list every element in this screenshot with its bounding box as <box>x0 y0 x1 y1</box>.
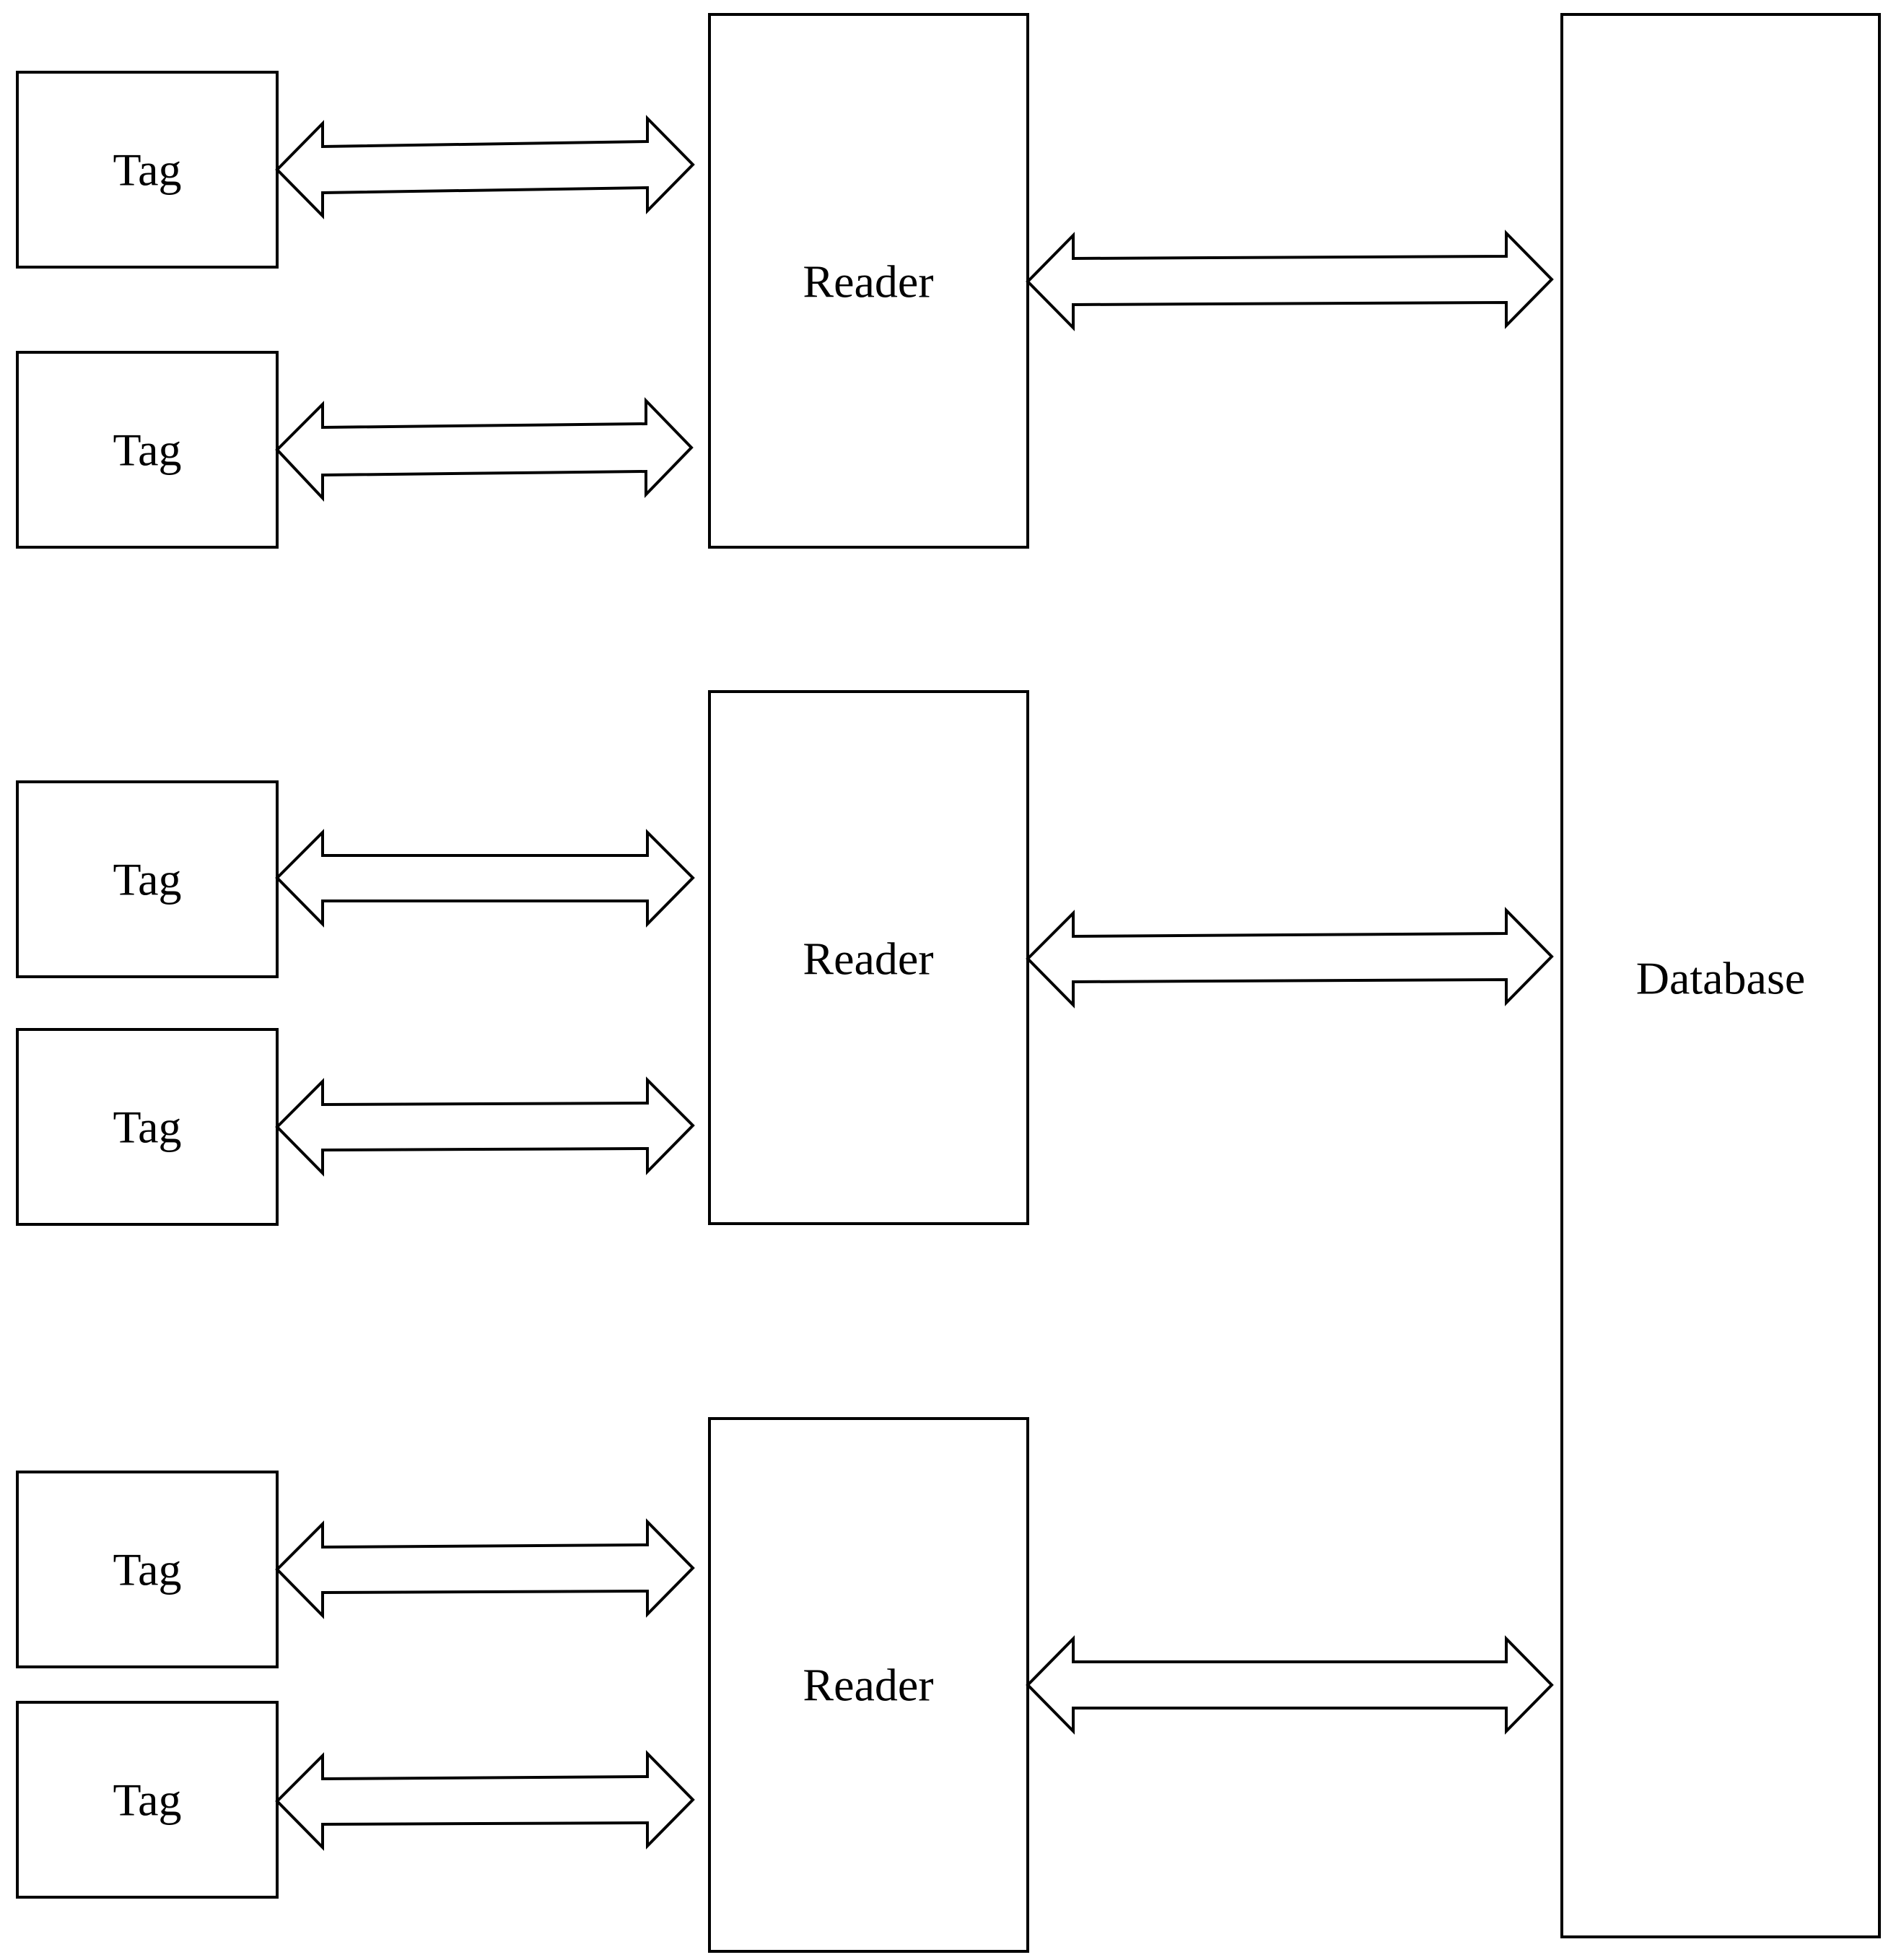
tag-label: Tag <box>113 424 181 476</box>
tag-node-5: Tag <box>16 1471 279 1668</box>
tag-label: Tag <box>113 144 181 196</box>
tag-label: Tag <box>113 854 181 905</box>
reader-node-3: Reader <box>708 1417 1029 1953</box>
bidirectional-arrow-reader3-database <box>1026 1635 1554 1735</box>
bidirectional-arrow-reader1-database <box>1026 230 1554 331</box>
tag-label: Tag <box>113 1102 181 1153</box>
reader-label: Reader <box>803 933 933 985</box>
bidirectional-arrow-tag6-reader3 <box>275 1750 695 1851</box>
reader-node-1: Reader <box>708 13 1029 549</box>
tag-node-2: Tag <box>16 351 279 549</box>
tag-label: Tag <box>113 1544 181 1595</box>
bidirectional-arrow-tag1-reader1 <box>275 115 695 219</box>
tag-node-6: Tag <box>16 1701 279 1899</box>
database-node: Database <box>1560 13 1881 1938</box>
bidirectional-arrow-tag5-reader3 <box>275 1518 695 1619</box>
bidirectional-arrow-tag2-reader1 <box>275 397 694 502</box>
bidirectional-arrow-tag4-reader2 <box>275 1076 695 1177</box>
database-label: Database <box>1636 953 1806 1004</box>
reader-node-2: Reader <box>708 690 1029 1225</box>
tag-node-4: Tag <box>16 1028 279 1226</box>
reader-label: Reader <box>803 256 933 308</box>
reader-label: Reader <box>803 1660 933 1711</box>
bidirectional-arrow-tag3-reader2 <box>275 829 695 928</box>
tag-node-3: Tag <box>16 780 279 978</box>
tag-label: Tag <box>113 1774 181 1826</box>
bidirectional-arrow-reader2-database <box>1026 907 1554 1009</box>
tag-node-1: Tag <box>16 71 279 269</box>
